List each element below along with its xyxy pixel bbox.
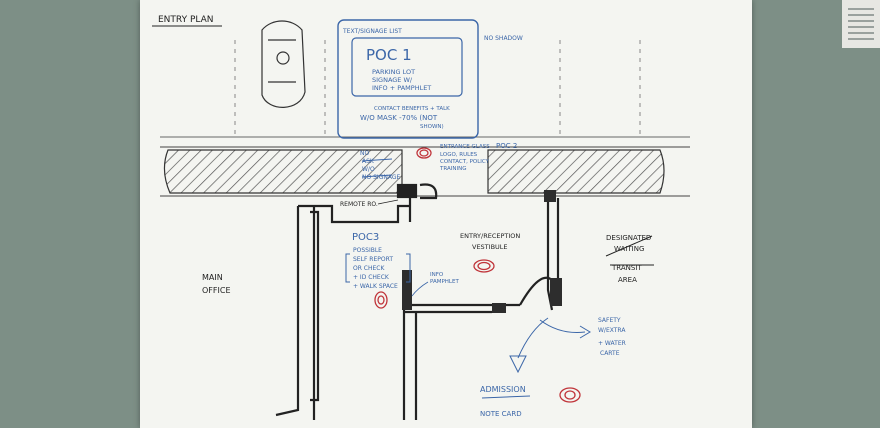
safety-line-3: + WATER — [598, 340, 626, 347]
admission-label: ADMISSION — [480, 385, 526, 394]
poc3-line-5: + WALK SPACE — [353, 283, 398, 290]
poc1-line-2: SIGNAGE W/ — [372, 76, 413, 84]
poc1-note-2: W/O MASK -70% (NOT — [360, 114, 438, 122]
left-note-3: W/O — [362, 166, 375, 173]
safety-line-1: SAFETY — [598, 317, 621, 324]
poc2-line-1: ENTRANCE GLASS — [440, 144, 490, 150]
poc3-line-2: SELF REPORT — [353, 256, 393, 263]
poc1-heading: POC 1 — [366, 46, 412, 64]
paper-sheet — [140, 0, 752, 428]
poc2-line-3: CONTACT, POLICY — [440, 159, 490, 165]
no-shadow-label: NO SHADOW — [484, 35, 523, 42]
poc1-line-3: INFO + PAMPHLET — [372, 84, 431, 92]
poc1-line-1: PARKING LOT — [372, 68, 415, 76]
car-sketch — [261, 20, 306, 108]
poc3-line-1: POSSIBLE — [353, 247, 382, 254]
red-marker — [374, 147, 581, 403]
info-pamphlet-1: INFO — [430, 272, 444, 278]
sketch-title: ENTRY PLAN — [158, 15, 214, 25]
poc3-line-4: + ID CHECK — [353, 274, 390, 281]
safety-line-4: CARTE — [600, 350, 620, 357]
poc1-box — [337, 19, 479, 139]
waiting-line-4: AREA — [618, 276, 637, 284]
waiting-line-1: DESIGNATED — [606, 234, 651, 242]
poc1-box-label: TEXT/SIGNAGE LIST — [342, 28, 402, 35]
entry-line-2: VESTIBULE — [472, 243, 508, 251]
left-note-2: ASK — [362, 158, 375, 165]
binder-edge — [842, 0, 880, 48]
bottom-note: NOTE CARD — [480, 410, 522, 418]
poc3-line-3: OR CHECK — [353, 265, 385, 272]
main-office-line-1: MAIN — [202, 273, 223, 282]
poc3-heading: POC3 — [352, 232, 379, 243]
poc1-note-1: CONTACT BENEFITS + TALK — [374, 106, 450, 112]
remote-reader-label: REMOTE RO. — [340, 201, 378, 208]
waiting-line-2: WAITING — [614, 245, 644, 253]
sidewalk-hatch — [163, 149, 665, 194]
poc2-label: POC 2 — [496, 142, 517, 150]
flow-arrow — [509, 317, 591, 374]
poc2-line-4: TRAINING — [439, 166, 466, 172]
left-note-1: NO — [360, 150, 369, 157]
safety-line-2: W/EXTRA — [598, 327, 626, 334]
entry-line-1: ENTRY/RECEPTION — [460, 232, 520, 240]
poc2-line-2: LOGO, RULES — [440, 152, 478, 158]
waiting-line-3: TRANSIT — [611, 264, 642, 272]
poc1-note-3: SHOWN) — [420, 124, 444, 130]
main-office-line-2: OFFICE — [202, 286, 231, 295]
info-pamphlet-2: PAMPHLET — [430, 279, 459, 285]
left-note-4: NO SIGNAGE — [362, 174, 400, 181]
